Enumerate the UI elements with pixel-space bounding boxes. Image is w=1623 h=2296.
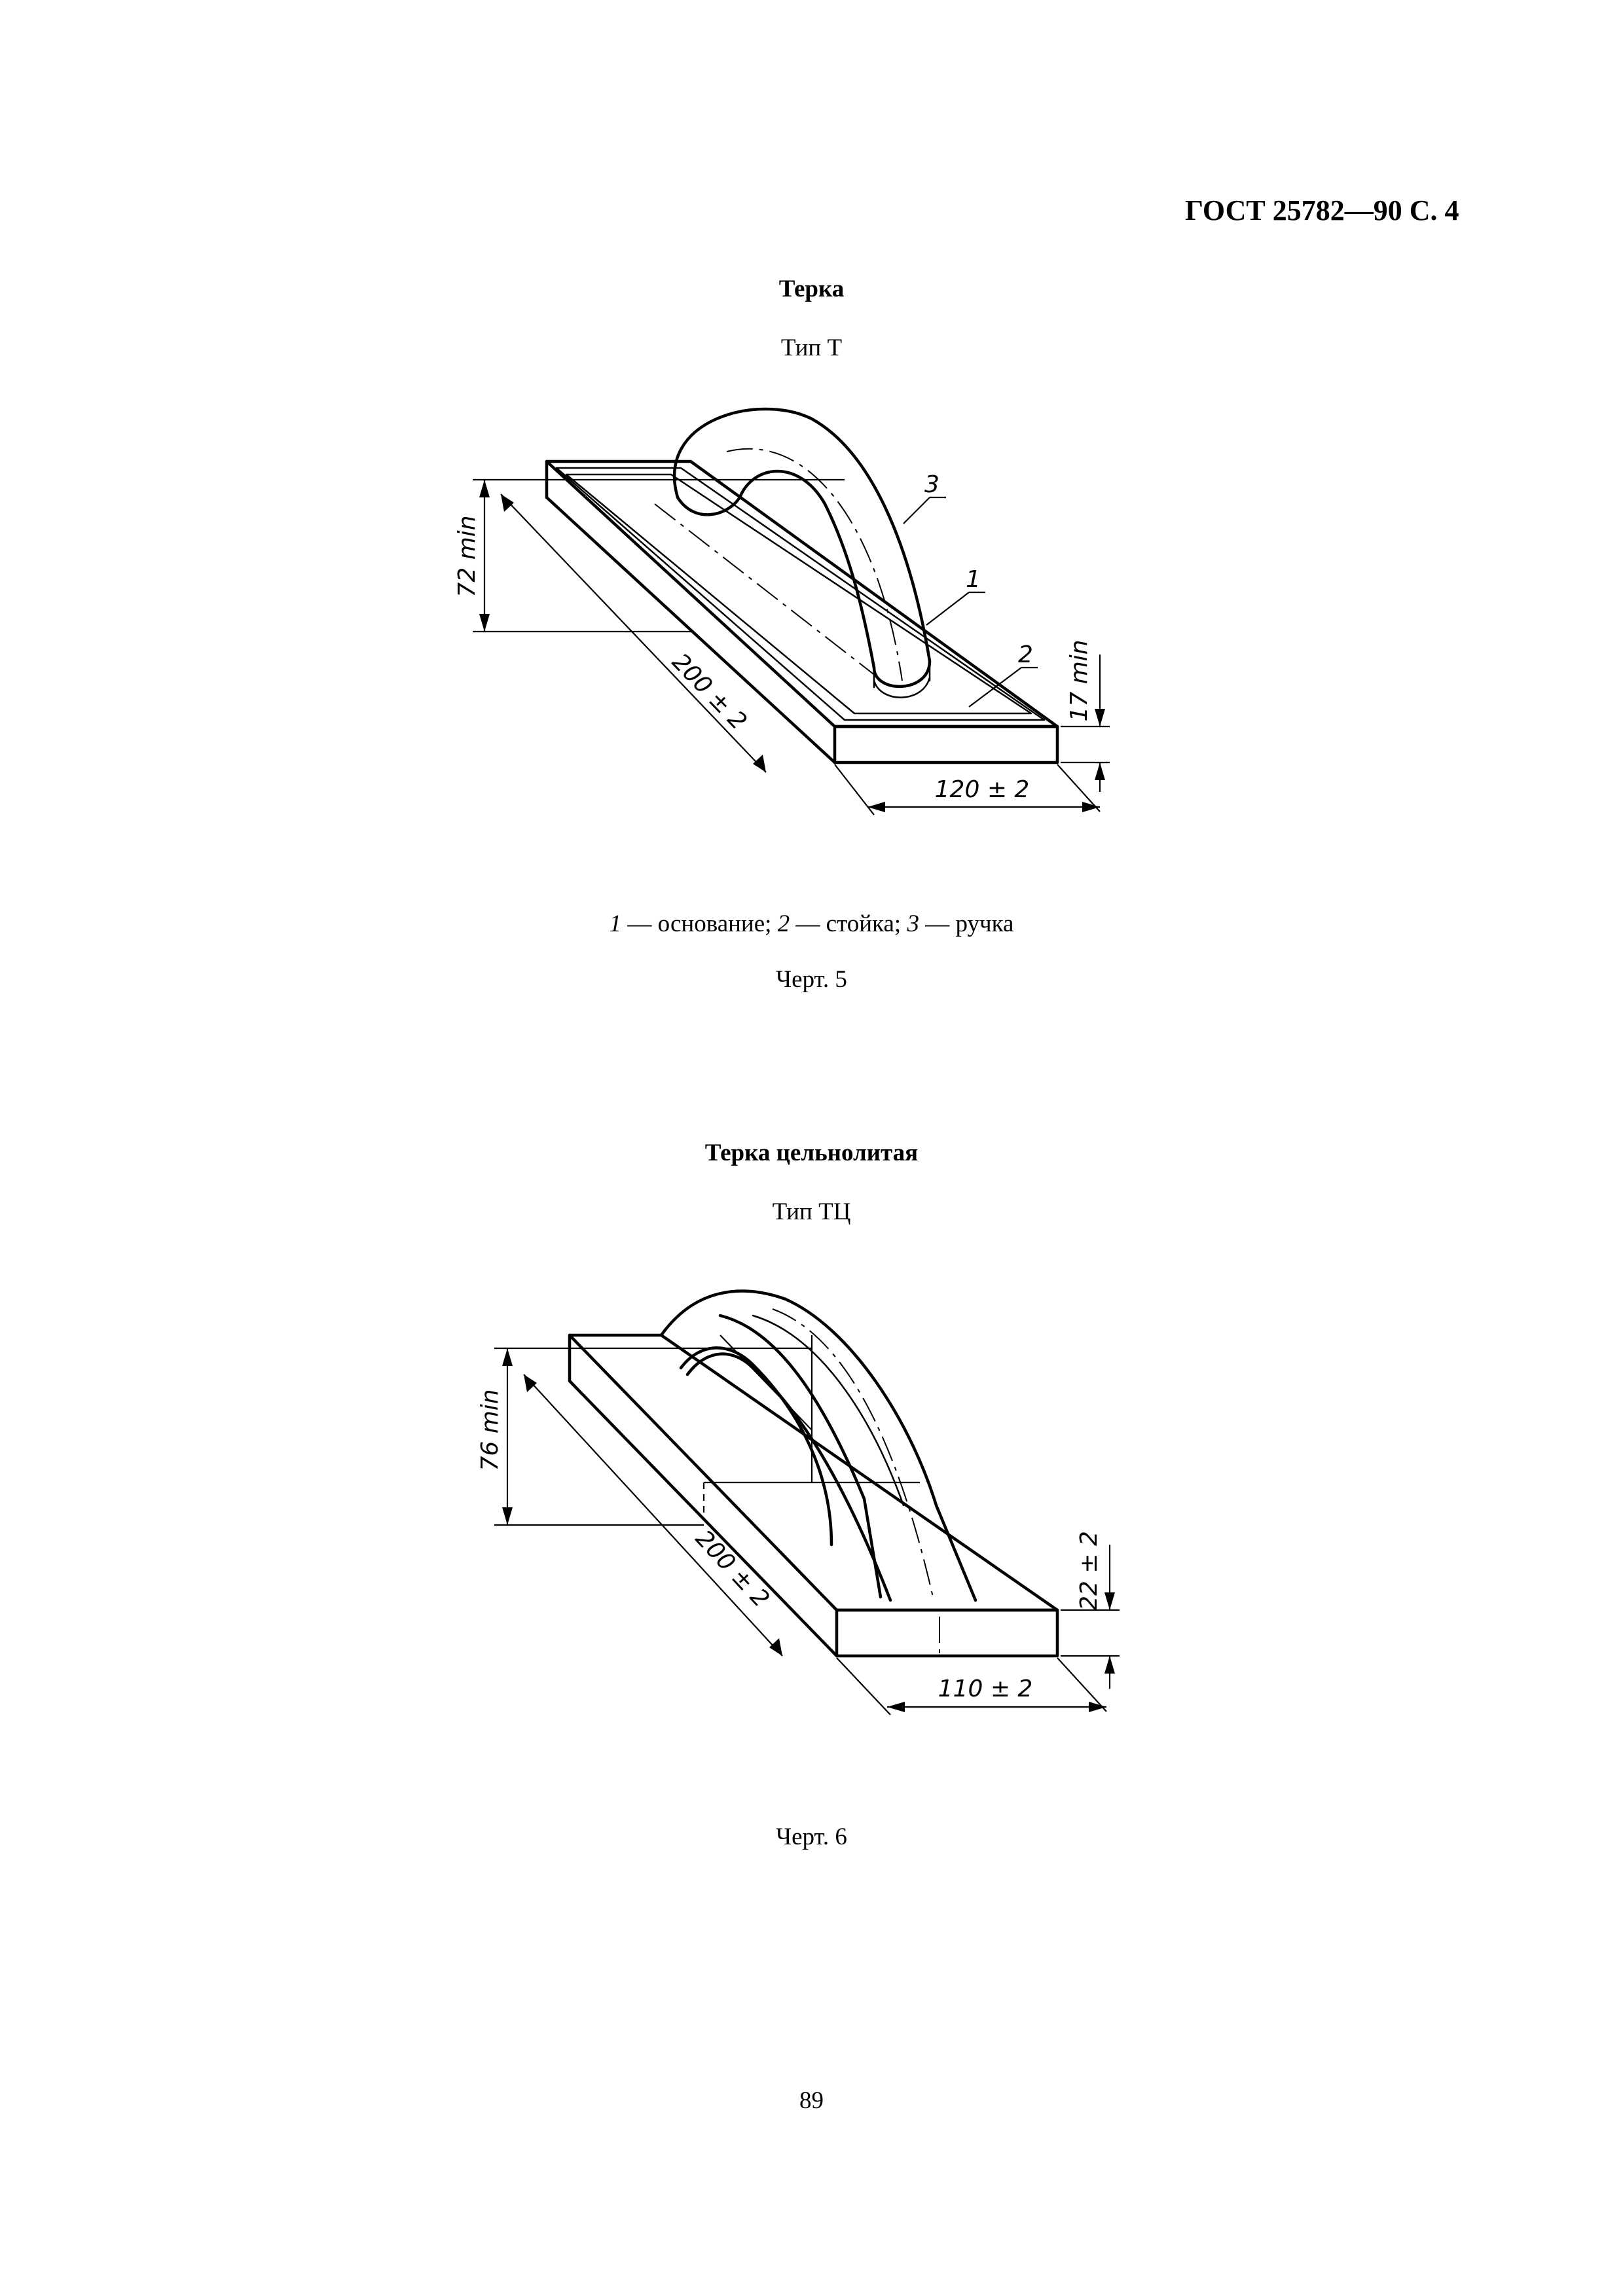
figure5-caption: Черт. 5 [776, 966, 847, 993]
fig5-length-label: 200 ± 2 [666, 649, 752, 736]
legend-num-1: 1 [609, 910, 622, 937]
fig6-base-block [568, 1333, 1059, 1658]
figure6-caption: Черт. 6 [776, 1823, 847, 1850]
fig6-handle [659, 1289, 977, 1602]
legend-text-3: — ручка [919, 910, 1014, 937]
legend-text-2: — стойка; [790, 910, 907, 937]
legend-num-2: 2 [777, 910, 790, 937]
fig5-width-label: 120 ± 2 [935, 776, 1030, 803]
figure5-title: Терка [778, 276, 845, 302]
fig6-dim-width: 110 ± 2 [836, 1657, 1107, 1715]
figure6-type-label: Тип ТЦ [772, 1198, 851, 1225]
figure5-legend: 1 — основание; 2 — стойка; 3 — ручка [0, 910, 1623, 938]
fig6-dim-thickness: 22 ± 2 [1061, 1531, 1120, 1689]
fig5-base-plate [545, 459, 1059, 764]
fig5-callouts: 3 1 2 [903, 471, 1038, 708]
fig6-thickness-label: 22 ± 2 [1076, 1531, 1103, 1611]
fig5-thickness-label: 17 min [1066, 639, 1093, 721]
legend-text-1: — основание; [621, 910, 778, 937]
fig5-dim-width: 120 ± 2 [834, 764, 1101, 816]
callout-1: 1 [966, 566, 981, 593]
fig6-height-label: 76 min [477, 1389, 503, 1471]
fig6-dim-height: 76 min [477, 1347, 812, 1526]
page-number: 89 [799, 2087, 824, 2114]
callout-2: 2 [1018, 641, 1033, 668]
callout-3: 3 [924, 471, 939, 498]
fig5-height-label: 72 min [454, 515, 481, 597]
fig6-width-label: 110 ± 2 [938, 1676, 1033, 1702]
page-header: ГОСТ 25782—90 С. 4 [1185, 194, 1459, 226]
figure6-title: Терка цельнолитая [704, 1139, 919, 1166]
figure5-drawing: 72 min 200 ± 2 120 ± 2 17 min [454, 407, 1110, 816]
figure6-drawing: 76 min 200 ± 2 110 ± 2 22 ± 2 [477, 1289, 1120, 1715]
fig5-dim-height: 72 min [454, 478, 845, 633]
fig5-handle [672, 407, 932, 698]
figure5-type-label: Тип Т [780, 334, 843, 361]
fig5-dim-thickness: 17 min [1061, 639, 1110, 792]
legend-num-3: 3 [907, 910, 919, 937]
fig6-construction-lines [702, 1335, 940, 1656]
